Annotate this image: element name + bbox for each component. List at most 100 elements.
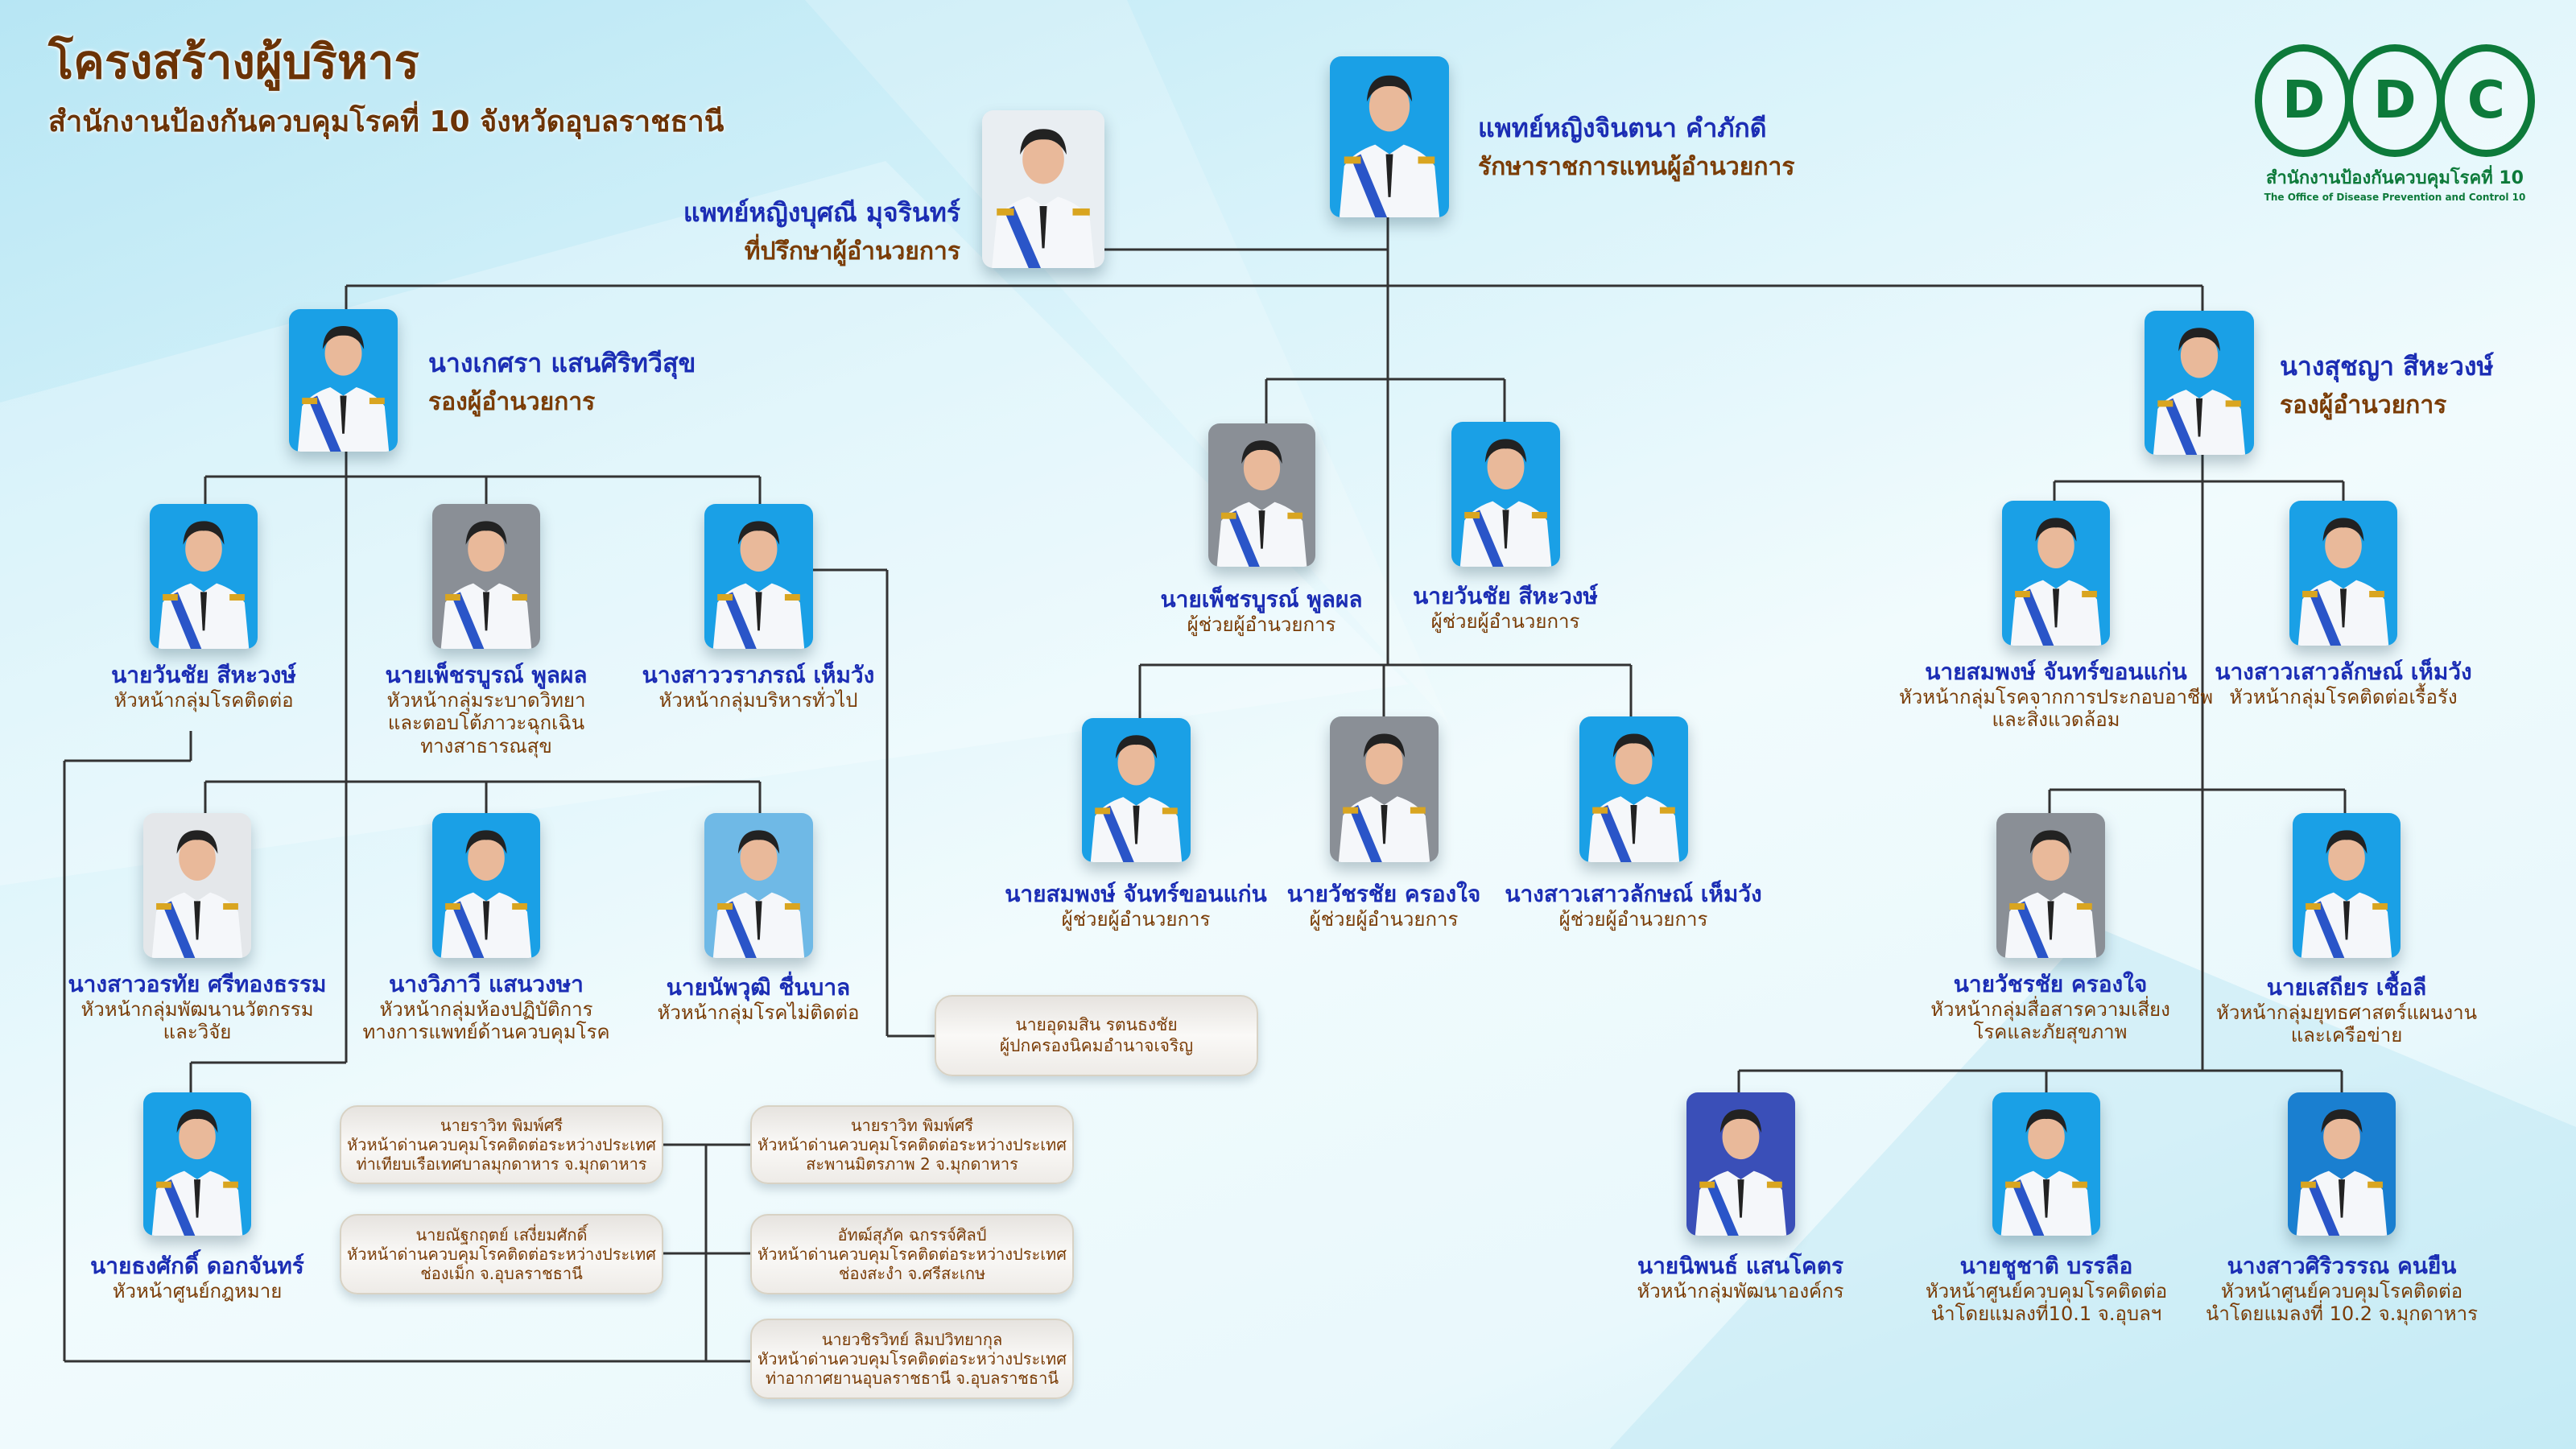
person-name: แพทย์หญิงบุศณี มุจรินทร์ bbox=[683, 197, 960, 228]
person-role: หัวหน้ากลุ่มยุทธศาสตร์แผนงาน bbox=[2216, 1001, 2477, 1024]
person-info: นายชูชาติ บรรลือหัวหน้าศูนย์ควบคุมโรคติด… bbox=[1926, 1253, 2167, 1326]
box-line: นายราวิท พิมพ์ศรี bbox=[850, 1116, 974, 1135]
person-role: หัวหน้าศูนย์ควบคุมโรคติดต่อ bbox=[1925, 1279, 2168, 1302]
person-role: ผู้ช่วยผู้อำนวยการ bbox=[1061, 907, 1211, 931]
ddc-logo: D D C สำนักงานป้องกันควบคุมโรคที่ 10 The… bbox=[2255, 44, 2535, 203]
person-name: นายสมพงษ์ จันทร์ขอนแก่น bbox=[1005, 881, 1267, 907]
portrait-photo bbox=[1330, 56, 1449, 217]
person-info: นางเกศรา แสนศิริทวีสุขรองผู้อำนวยการ bbox=[428, 348, 696, 417]
person-info: นายวัชรชัย ครองใจผู้ช่วยผู้อำนวยการ bbox=[1287, 881, 1481, 931]
person-role: หัวหน้ากลุ่มห้องปฏิบัติการ bbox=[379, 997, 593, 1021]
person-role: และเครือข่าย bbox=[2290, 1024, 2403, 1047]
logo-letter: C bbox=[2437, 44, 2535, 157]
box-line: ท่าเทียบเรือเทศบาลมุกดาหาร จ.มุกดาหาร bbox=[356, 1154, 647, 1174]
person-role: หัวหน้ากลุ่มบริหารทั่วไป bbox=[658, 688, 858, 712]
person-role: หัวหน้ากลุ่มโรคจากการประกอบอาชีพ bbox=[1898, 685, 2214, 708]
person-role: และวิจัย bbox=[163, 1021, 232, 1044]
person-role: นำโดยแมลงที่10.1 จ.อุบลฯ bbox=[1930, 1302, 2162, 1326]
person-name: นายเพ็ชรบูรณ์ พูลผล bbox=[385, 662, 588, 688]
person-name: นายเพ็ชรบูรณ์ พูลผล bbox=[1160, 586, 1363, 613]
logo-letter: D bbox=[2346, 44, 2444, 157]
portrait-photo bbox=[432, 813, 540, 958]
box-line: ช่องสะงำ จ.ศรีสะเกษ bbox=[838, 1264, 986, 1283]
portrait-photo bbox=[704, 813, 813, 958]
person-role: นำโดยแมลงที่ 10.2 จ.มุกดาหาร bbox=[2206, 1302, 2478, 1326]
person-role: และตอบโต้ภาวะฉุกเฉิน bbox=[387, 712, 585, 735]
box-line: นายวชิรวิทย์ ลิมปวิทยากุล bbox=[821, 1330, 1003, 1349]
person-info: นางสุชญา สีหะวงษ์รองผู้อำนวยการ bbox=[2280, 351, 2494, 420]
person-name: นางสาวเสาวลักษณ์ เห็มวัง bbox=[2215, 658, 2472, 685]
person-info: นางสาวเสาวลักษณ์ เห็มวังผู้ช่วยผู้อำนวยก… bbox=[1505, 881, 1761, 931]
portrait-photo bbox=[2002, 501, 2110, 646]
border-checkpoint-box: นายอุดมสิน รตนธงชัยผู้ปกครองนิคมอำนาจเจร… bbox=[935, 995, 1258, 1076]
portrait-photo bbox=[150, 504, 258, 649]
box-line: นายณัฐกฤตย์ เสงี่ยมศักดิ์ bbox=[415, 1225, 588, 1245]
person-name: นางสาวเสาวลักษณ์ เห็มวัง bbox=[1505, 881, 1762, 907]
person-name: นายเสถียร เชื้อลี bbox=[2266, 974, 2427, 1001]
portrait-photo bbox=[1208, 423, 1315, 567]
portrait-photo bbox=[1992, 1092, 2100, 1236]
box-line: หัวหน้าด่านควบคุมโรคติดต่อระหว่างประเทศ bbox=[758, 1349, 1067, 1368]
person-role: ผู้ช่วยผู้อำนวยการ bbox=[1558, 907, 1708, 931]
box-line: อัทฒ์สุภัค ฉกรรจ์ศิลป์ bbox=[837, 1225, 987, 1245]
portrait-photo bbox=[1082, 718, 1191, 862]
border-checkpoint-box: อัทฒ์สุภัค ฉกรรจ์ศิลป์หัวหน้าด่านควบคุมโ… bbox=[750, 1214, 1074, 1294]
portrait-photo bbox=[1996, 813, 2105, 958]
person-info: นายวัชรชัย ครองใจหัวหน้ากลุ่มสื่อสารความ… bbox=[1930, 971, 2170, 1044]
person-role: รองผู้อำนวยการ bbox=[428, 388, 596, 417]
person-role: โรคและภัยสุขภาพ bbox=[1973, 1021, 2128, 1044]
person-name: นางสุชญา สีหะวงษ์ bbox=[2280, 351, 2494, 382]
person-info: นางสาวศิริวรรณ คนยืนหัวหน้าศูนย์ควบคุมโร… bbox=[2206, 1253, 2478, 1326]
portrait-photo bbox=[1579, 716, 1688, 862]
box-line: หัวหน้าด่านควบคุมโรคติดต่อระหว่างประเทศ bbox=[758, 1245, 1067, 1264]
portrait-photo bbox=[143, 813, 251, 958]
person-role: หัวหน้ากลุ่มโรคติดต่อเรื้อรัง bbox=[2229, 685, 2458, 708]
border-checkpoint-box: นายวชิรวิทย์ ลิมปวิทยากุลหัวหน้าด่านควบค… bbox=[750, 1319, 1074, 1399]
border-checkpoint-box: นายณัฐกฤตย์ เสงี่ยมศักดิ์หัวหน้าด่านควบค… bbox=[340, 1214, 663, 1294]
box-line: หัวหน้าด่านควบคุมโรคติดต่อระหว่างประเทศ bbox=[758, 1135, 1067, 1154]
logo-thai-text: สำนักงานป้องกันควบคุมโรคที่ 10 bbox=[2266, 168, 2524, 188]
box-line: ท่าอากาศยานอุบลราชธานี จ.อุบลราชธานี bbox=[766, 1368, 1059, 1388]
person-role: ทางการแพทย์ด้านควบคุมโรค bbox=[362, 1021, 610, 1044]
person-role: ผู้ช่วยผู้อำนวยการ bbox=[1187, 613, 1336, 636]
person-info: นายนัพวุฒิ ชื่นบาลหัวหน้ากลุ่มโรคไม่ติดต… bbox=[658, 974, 860, 1024]
page-subtitle: สำนักงานป้องกันควบคุมโรคที่ 10 จังหวัดอุ… bbox=[48, 105, 724, 138]
box-line: นายอุดมสิน รตนธงชัย bbox=[1015, 1015, 1178, 1035]
person-info: นางสาววราภรณ์ เห็มวังหัวหน้ากลุ่มบริหารท… bbox=[642, 662, 875, 712]
person-role: และสิ่งแวดล้อม bbox=[1992, 708, 2120, 732]
box-line: หัวหน้าด่านควบคุมโรคติดต่อระหว่างประเทศ bbox=[347, 1245, 656, 1264]
person-info: นายสมพงษ์ จันทร์ขอนแก่นหัวหน้ากลุ่มโรคจา… bbox=[1899, 658, 2213, 732]
person-info: นายสมพงษ์ จันทร์ขอนแก่นผู้ช่วยผู้อำนวยกา… bbox=[1005, 881, 1266, 931]
person-info: นายวันชัย สีหะวงษ์หัวหน้ากลุ่มโรคติดต่อ bbox=[111, 662, 296, 712]
portrait-photo bbox=[2289, 501, 2397, 646]
box-line: ช่องเม็ก จ.อุบลราชธานี bbox=[420, 1264, 583, 1283]
box-line: สะพานมิตรภาพ 2 จ.มุกดาหาร bbox=[806, 1154, 1018, 1174]
person-info: แพทย์หญิงบุศณี มุจรินทร์ที่ปรึกษาผู้อำนว… bbox=[683, 197, 960, 266]
person-role: ที่ปรึกษาผู้อำนวยการ bbox=[744, 237, 960, 266]
portrait-photo bbox=[2288, 1092, 2396, 1236]
portrait-photo bbox=[1330, 716, 1439, 862]
person-info: นายนิพนธ์ แสนโคตรหัวหน้ากลุ่มพัฒนาองค์กร bbox=[1637, 1253, 1843, 1302]
person-role: รองผู้อำนวยการ bbox=[2280, 391, 2447, 420]
portrait-photo bbox=[2145, 311, 2254, 455]
person-name: นายนิพนธ์ แสนโคตร bbox=[1637, 1253, 1844, 1279]
person-name: นางสาวศิริวรรณ คนยืน bbox=[2227, 1253, 2457, 1279]
person-info: นายวันชัย สีหะวงษ์ผู้ช่วยผู้อำนวยการ bbox=[1413, 583, 1598, 633]
person-role: หัวหน้ากลุ่มระบาดวิทยา bbox=[386, 688, 586, 712]
logo-english-text: The Office of Disease Prevention and Con… bbox=[2264, 192, 2526, 203]
person-role: ทางสาธารณสุข bbox=[420, 735, 552, 758]
person-info: นายเสถียร เชื้อลีหัวหน้ากลุ่มยุทธศาสตร์แ… bbox=[2216, 974, 2477, 1047]
portrait-photo bbox=[143, 1092, 251, 1236]
person-name: นางสาววราภรณ์ เห็มวัง bbox=[642, 662, 875, 688]
person-role: หัวหน้ากลุ่มโรคติดต่อ bbox=[114, 688, 294, 712]
person-role: หัวหน้ากลุ่มสื่อสารความเสี่ยง bbox=[1930, 997, 2170, 1021]
person-role: หัวหน้าศูนย์กฎหมาย bbox=[112, 1279, 283, 1302]
border-checkpoint-box: นายราวิท พิมพ์ศรีหัวหน้าด่านควบคุมโรคติด… bbox=[340, 1105, 663, 1184]
person-info: นายเพ็ชรบูรณ์ พูลผลหัวหน้ากลุ่มระบาดวิทย… bbox=[385, 662, 587, 758]
person-info: นายธงศักดิ์ ดอกจันทร์หัวหน้าศูนย์กฎหมาย bbox=[90, 1253, 304, 1302]
person-name: นายวันชัย สีหะวงษ์ bbox=[1413, 583, 1598, 609]
portrait-photo bbox=[1686, 1092, 1795, 1236]
person-role: รักษาราชการแทนผู้อำนวยการ bbox=[1478, 153, 1795, 182]
person-name: แพทย์หญิงจินตนา คำภักดี bbox=[1478, 113, 1767, 143]
portrait-photo bbox=[704, 504, 813, 649]
